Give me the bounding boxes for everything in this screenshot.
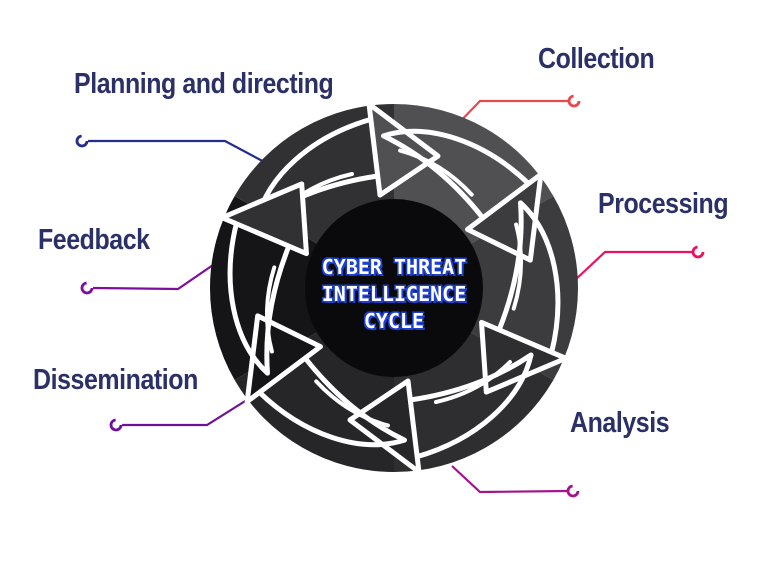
connector-line-processing [573,250,692,282]
connector-ring-analysis [566,484,580,498]
label-processing: Processing [598,188,729,220]
connector-line-analysis [451,465,568,494]
connector-ring-processing [691,245,705,259]
connector-line-feedback [92,264,214,291]
center-title-line-2: INTELLIGENCE [321,282,467,306]
center-circle [305,199,483,377]
arrow-band [407,352,534,460]
label-analysis: Analysis [570,407,670,439]
label-feedback: Feedback [38,224,150,256]
arrow-accent [398,148,474,197]
arrow-band [381,128,532,221]
arrow-band [256,355,407,448]
connector-ring-collection [567,94,581,108]
connector-ring-feedback [80,281,94,295]
cycle-arrow-planning [219,181,309,376]
arrow-band [496,200,561,356]
connector-ring-planning [75,134,89,148]
arrow-accent [434,360,512,404]
connector-line-dissemination [122,397,251,427]
center-title-line-1: CYBER THREAT [321,255,467,279]
label-dissemination: Dissemination [33,364,198,396]
connector-ring-dissemination [109,418,123,432]
arrow-accent [511,222,523,311]
arrow-accent [314,379,390,428]
label-planning: Planning and directing [74,68,334,100]
arrow-band [227,220,292,376]
arrow-accent [265,265,277,354]
arrow-head [219,181,309,257]
label-collection: Collection [538,43,655,75]
center-title-line-3: CYCLE [363,309,425,333]
connector-line-planning [88,139,269,165]
center-title: CYBER THREAT INTELLIGENCE CYCLE [292,254,496,335]
